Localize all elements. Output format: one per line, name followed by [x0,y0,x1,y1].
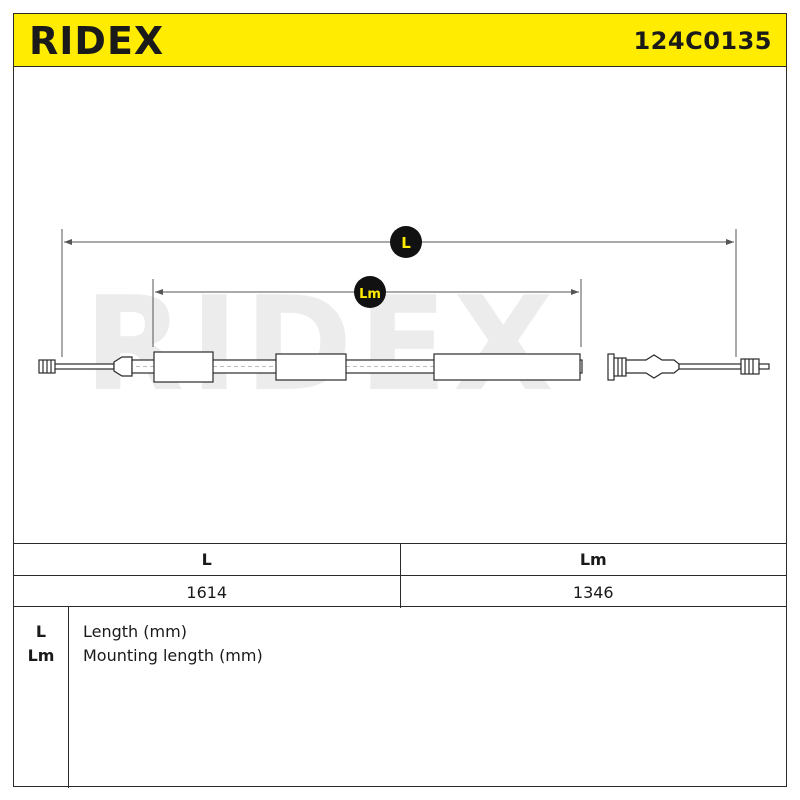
legend-key-lm: Lm [27,646,55,665]
dimensions-table: L Lm 1614 1346 [14,543,786,608]
brake-cable [38,351,770,383]
table-header-lm: Lm [399,544,787,575]
table-header-row: L Lm [14,544,786,576]
legend-key-l: L [35,622,47,641]
legend-divider [68,607,69,788]
technical-drawing: RIDEX L Lm [14,67,786,543]
dimension-lm-label: Lm [359,287,381,302]
right-end-fitting [740,358,760,375]
table-value-l: 1614 [186,582,228,602]
logo-text: RIDEX [29,22,164,60]
legend-keys: L Lm [14,620,68,668]
table-value-lm: 1346 [399,576,787,608]
legend-desc-lm: Mounting length (mm) [83,646,263,665]
part-number: 124C0135 [633,27,772,55]
table-row: 1614 1346 [14,576,786,608]
dimension-l-label: L [401,234,411,252]
right-clip [625,354,680,379]
cable-diagram: RIDEX L Lm [38,226,770,420]
header-bar: RIDEX 124C0135 [14,14,786,67]
left-ferrule [113,356,133,377]
legend-descriptions: Length (mm) Mounting length (mm) [83,620,263,668]
watermark-text: RIDEX [84,268,559,420]
mount-bracket [607,353,615,381]
table-header-l: L [201,550,212,569]
ridex-logo: RIDEX [29,22,164,60]
sleeve-1 [153,351,214,383]
sleeve-2 [275,353,347,381]
product-sheet: RIDEX 124C0135 RIDEX L [13,13,787,788]
dimension-lm-badge: Lm [354,276,386,308]
legend-desc-l: Length (mm) [83,622,187,641]
sleeve-3 [433,353,581,381]
dimension-l-badge: L [390,226,422,258]
legend: L Lm Length (mm) Mounting length (mm) [14,607,786,788]
